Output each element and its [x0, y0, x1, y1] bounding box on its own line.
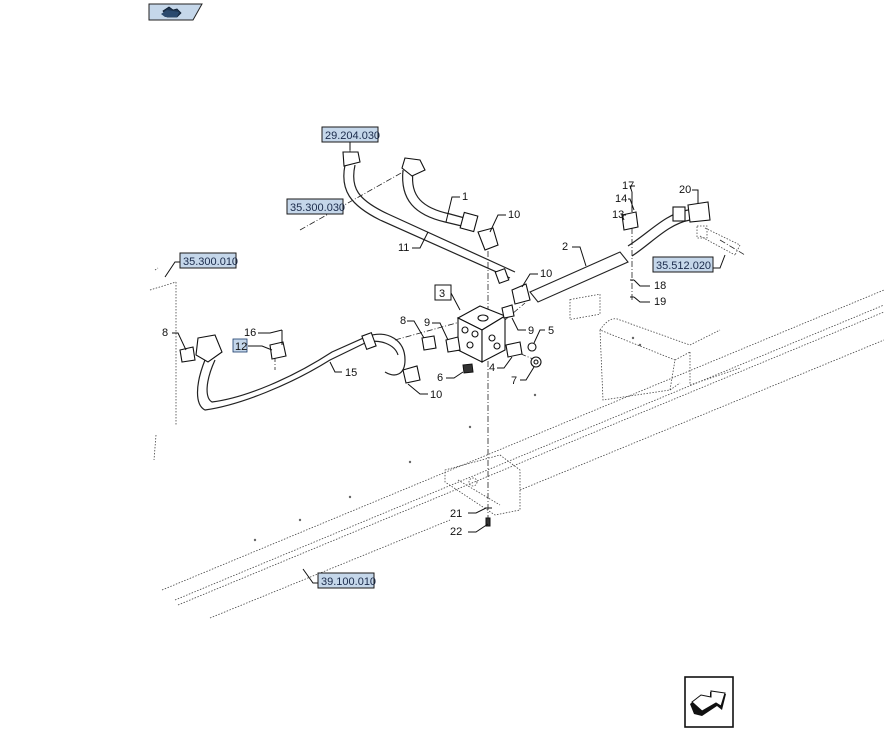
- clamp-13: [621, 211, 639, 231]
- fitting-top-nut: [342, 151, 361, 167]
- part-callouts: 1 10 11 2 10 17 14 13 20 18 19 3 8 9 9 5…: [162, 180, 699, 538]
- svg-text:11: 11: [398, 242, 409, 254]
- svg-text:12: 12: [235, 341, 247, 353]
- svg-text:4: 4: [489, 362, 495, 374]
- tee-fitting-20: [687, 201, 711, 223]
- callout-9b[interactable]: 9: [511, 317, 534, 337]
- chassis-frame: [149, 267, 884, 619]
- hose-15[interactable]: [195, 332, 406, 411]
- ref-link-35-300-030[interactable]: 35.300.030: [286, 198, 345, 215]
- svg-text:15: 15: [345, 367, 357, 379]
- callout-21[interactable]: 21: [450, 507, 487, 520]
- svg-text:10: 10: [508, 209, 520, 221]
- callout-19[interactable]: 19: [633, 296, 666, 308]
- svg-text:2: 2: [562, 241, 568, 253]
- callout-14[interactable]: 14: [615, 193, 635, 211]
- callout-5[interactable]: 5: [533, 325, 554, 344]
- svg-text:1: 1: [462, 191, 468, 203]
- svg-text:5: 5: [548, 325, 554, 337]
- ref-link-35-300-010[interactable]: 35.300.010: [164, 252, 238, 278]
- callout-10c[interactable]: 10: [407, 383, 442, 401]
- callout-15[interactable]: 15: [329, 361, 357, 379]
- callout-1[interactable]: 1: [445, 191, 468, 223]
- svg-text:9: 9: [528, 325, 534, 337]
- svg-text:8: 8: [162, 327, 168, 339]
- hose-35-512-020-phantom: [696, 225, 741, 256]
- callout-8a[interactable]: 8: [162, 327, 187, 351]
- ref-label: 35.512.020: [656, 260, 711, 272]
- valve-block[interactable]: [456, 305, 507, 363]
- svg-text:10: 10: [430, 389, 442, 401]
- callout-12[interactable]: 12: [232, 338, 273, 353]
- center-lines: [274, 150, 746, 520]
- hose-1[interactable]: [401, 157, 479, 233]
- callout-10a[interactable]: 10: [489, 209, 520, 233]
- svg-text:6: 6: [437, 372, 443, 384]
- callout-13[interactable]: 13: [612, 209, 626, 221]
- home-nav-tab[interactable]: [147, 3, 203, 21]
- cap-5: [527, 342, 537, 352]
- callout-2[interactable]: 2: [562, 241, 587, 267]
- fitting-9a: [445, 336, 461, 353]
- fitting-4: [505, 341, 523, 358]
- callout-22[interactable]: 22: [450, 523, 489, 538]
- fitting-8b: [421, 335, 437, 351]
- callout-7[interactable]: 7: [511, 366, 535, 387]
- callout-8b[interactable]: 8: [400, 315, 425, 339]
- ref-label: 35.300.010: [183, 256, 238, 268]
- ref-label: 29.204.030: [325, 130, 380, 142]
- next-page-button[interactable]: [684, 676, 734, 728]
- callout-6[interactable]: 6: [437, 371, 464, 384]
- callout-20[interactable]: 20: [679, 184, 699, 204]
- svg-text:14: 14: [615, 193, 627, 205]
- fitting-10b: [511, 283, 531, 305]
- home-folder-icon: [148, 3, 203, 21]
- callout-17[interactable]: 17: [622, 180, 635, 193]
- next-page-arrow-icon: [684, 676, 734, 728]
- callout-10b[interactable]: 10: [521, 268, 552, 288]
- svg-text:18: 18: [654, 280, 666, 292]
- callout-11[interactable]: 11: [398, 231, 429, 254]
- bolt-22: [485, 517, 491, 527]
- elbow-fitting-10a: [477, 227, 499, 251]
- svg-text:17: 17: [622, 180, 634, 192]
- svg-text:7: 7: [511, 375, 517, 387]
- svg-text:22: 22: [450, 526, 462, 538]
- callout-18[interactable]: 18: [633, 279, 666, 292]
- plug-6: [462, 363, 474, 374]
- svg-text:3: 3: [439, 288, 445, 300]
- callout-9a[interactable]: 9: [424, 317, 449, 341]
- clamp-12: [269, 341, 287, 360]
- callout-16[interactable]: 16: [244, 327, 283, 339]
- fitting-10c: [402, 365, 421, 384]
- ref-label: 35.300.030: [290, 202, 345, 214]
- svg-text:20: 20: [679, 184, 691, 196]
- svg-text:10: 10: [540, 268, 552, 280]
- ref-label: 39.100.010: [321, 576, 376, 588]
- ref-link-35-512-020[interactable]: 35.512.020: [652, 254, 726, 273]
- ref-link-39-100-010[interactable]: 39.100.010: [302, 568, 376, 589]
- fitting-9b: [501, 304, 515, 319]
- svg-text:21: 21: [450, 508, 462, 520]
- svg-text:13: 13: [612, 209, 624, 221]
- hose-11[interactable]: [343, 164, 516, 279]
- fittings: [179, 151, 711, 527]
- svg-text:19: 19: [654, 296, 666, 308]
- svg-text:9: 9: [424, 317, 430, 329]
- callout-3: 3: [434, 284, 461, 311]
- callout-4[interactable]: 4: [489, 356, 513, 374]
- svg-text:8: 8: [400, 315, 406, 327]
- hose-2[interactable]: [529, 206, 691, 303]
- fitting-8a: [179, 346, 196, 363]
- svg-text:16: 16: [244, 327, 256, 339]
- ref-link-29-204-030[interactable]: 29.204.030: [321, 126, 380, 150]
